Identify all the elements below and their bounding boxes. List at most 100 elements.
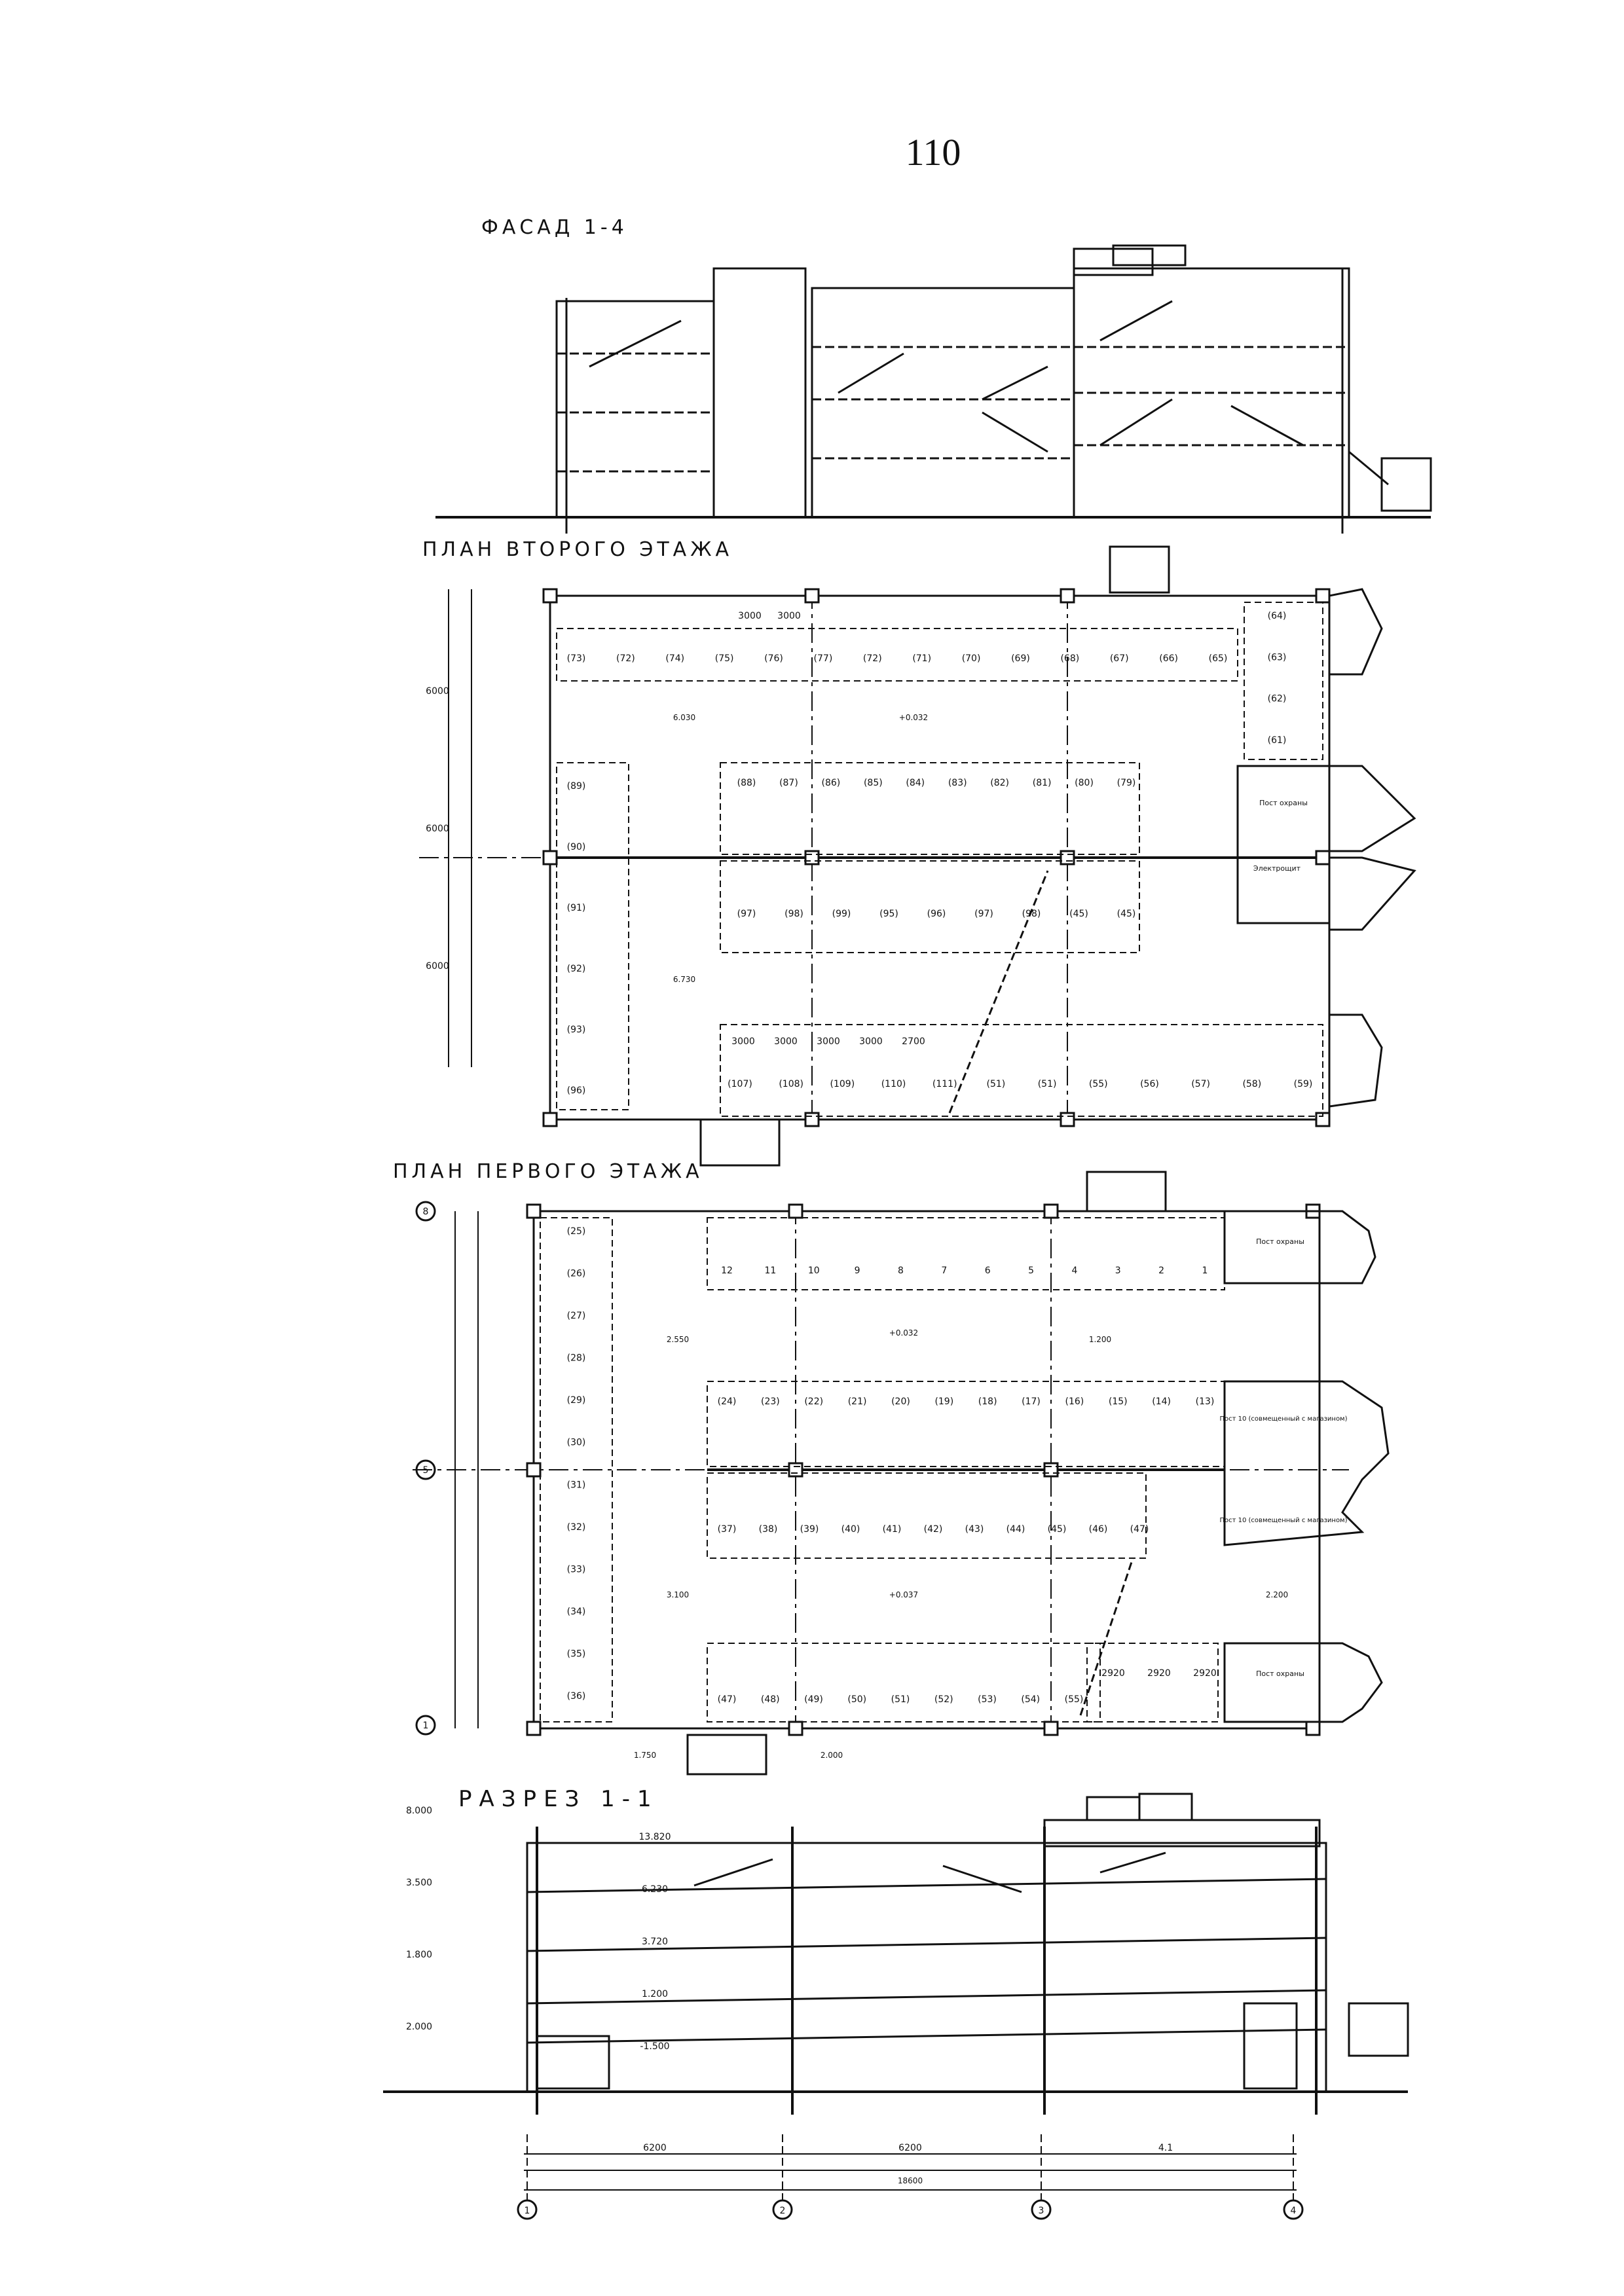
parking-spot-label: (96) — [567, 1085, 586, 1096]
parking-spot-label: (52) — [934, 1694, 953, 1705]
parking-spot-label: (67) — [1110, 653, 1129, 664]
parking-spot-label: (37) — [718, 1524, 737, 1535]
first-floor-plan-title: ПЛАН ПЕРВОГО ЭТАЖА — [393, 1160, 703, 1183]
parking-spot-label: (40) — [841, 1524, 860, 1535]
parking-spot-label: (19) — [934, 1396, 953, 1407]
parking-spot-label: 5 — [1028, 1266, 1034, 1276]
parking-spot-label: (96) — [927, 909, 946, 919]
dimension-label: 6000 — [426, 961, 449, 972]
section-axis-4-marker — [1283, 2199, 1304, 2220]
parking-spot-label: 1 — [1202, 1266, 1208, 1276]
axis-label: 4 — [1291, 2206, 1297, 2216]
parking-spot-label: (33) — [567, 1564, 586, 1575]
parking-spot-label: (55) — [1089, 1079, 1108, 1089]
elevation-label: 1.800 — [406, 1950, 432, 1960]
level-label: 6.030 — [673, 713, 695, 722]
elevation-label: 3.500 — [406, 1878, 432, 1888]
parking-spot-label: (88) — [737, 778, 756, 788]
parking-spot-label: (35) — [567, 1649, 586, 1659]
parking-spot-label: (38) — [759, 1524, 778, 1535]
floor-mark-label: 6.230 — [642, 1884, 668, 1895]
parking-spot-label: (54) — [1021, 1694, 1040, 1705]
parking-spot-label: (28) — [567, 1353, 586, 1364]
parking-spot-label: (71) — [912, 653, 931, 664]
dimension-label: 2920 — [1193, 1668, 1217, 1679]
parking-spot-label: (50) — [847, 1694, 866, 1705]
dimension-label: 6200 — [898, 2143, 922, 2153]
parking-spot-label: (56) — [1140, 1079, 1159, 1089]
parking-spot-label: (24) — [718, 1396, 737, 1407]
axis-label: 1 — [423, 1721, 429, 1731]
parking-spot-label: (86) — [822, 778, 841, 788]
parking-spot-label: (13) — [1196, 1396, 1215, 1407]
section-axis-1-marker — [517, 2199, 538, 2220]
parking-spot-label: (87) — [779, 778, 798, 788]
parking-spot-label: (76) — [764, 653, 783, 664]
level-label: +0.032 — [889, 1328, 918, 1338]
parking-spot-label: 6 — [985, 1266, 991, 1276]
parking-spot-label: (23) — [761, 1396, 780, 1407]
elevation-label: 8.000 — [406, 1806, 432, 1816]
room-label: Пост 10 (совмещенный с магазином) — [1219, 1415, 1347, 1423]
section-title: РАЗРЕЗ 1-1 — [458, 1786, 659, 1812]
parking-spot-label: (51) — [891, 1694, 910, 1705]
parking-spot-label: (29) — [567, 1395, 586, 1406]
parking-spot-label: (68) — [1060, 653, 1079, 664]
dimension-label: 2.200 — [1266, 1590, 1288, 1599]
parking-spot-label: (45) — [1048, 1524, 1067, 1535]
parking-spot-label: 3 — [1115, 1266, 1121, 1276]
parking-spot-label: (83) — [948, 778, 967, 788]
room-label: Пост охраны — [1259, 799, 1308, 807]
parking-spot-label: (63) — [1268, 652, 1287, 663]
room-label: Пост 10 (совмещенный с магазином) — [1219, 1517, 1347, 1524]
parking-spot-label: 8 — [898, 1266, 904, 1276]
parking-spot-label: (45) — [1117, 909, 1136, 919]
dimension-label: 3000 — [859, 1036, 883, 1047]
dimension-label: 2920 — [1147, 1668, 1171, 1679]
parking-spot-label: 12 — [721, 1266, 733, 1276]
room-label: Электрощит — [1253, 864, 1301, 873]
floor-mark-label: 3.720 — [642, 1937, 668, 1947]
parking-spot-label: (64) — [1268, 611, 1287, 621]
parking-spot-label: (77) — [814, 653, 833, 664]
parking-spot-label: (45) — [1069, 909, 1088, 919]
parking-spot-label: (110) — [881, 1079, 906, 1089]
dimension-label: 6000 — [426, 686, 449, 697]
parking-spot-label: (107) — [728, 1079, 752, 1089]
parking-spot-label: (55) — [1065, 1694, 1084, 1705]
parking-spot-label: 4 — [1071, 1266, 1077, 1276]
parking-spot-label: (111) — [932, 1079, 957, 1089]
parking-spot-label: (91) — [567, 903, 586, 913]
parking-spot-label: (70) — [962, 653, 981, 664]
parking-spot-label: (34) — [567, 1607, 586, 1617]
parking-spot-label: (46) — [1089, 1524, 1108, 1535]
page-number: 110 — [905, 131, 961, 173]
parking-spot-label: (14) — [1152, 1396, 1171, 1407]
dimension-label: 4.1 — [1158, 2143, 1173, 2153]
parking-spot-label: (53) — [978, 1694, 997, 1705]
parking-spot-label: (79) — [1117, 778, 1136, 788]
parking-spot-label: (31) — [567, 1480, 586, 1490]
parking-spot-label: (65) — [1209, 653, 1228, 664]
parking-spot-label: (49) — [804, 1694, 823, 1705]
parking-spot-label: (84) — [906, 778, 925, 788]
dimension-label: 18600 — [898, 2176, 923, 2185]
parking-spot-label: (15) — [1109, 1396, 1128, 1407]
level-label: 6.730 — [673, 975, 695, 984]
floor-mark-label: 1.200 — [642, 1989, 668, 1999]
axis-5-marker — [415, 1459, 436, 1480]
axis-1-marker — [415, 1715, 436, 1736]
axis-8-marker — [415, 1201, 436, 1222]
parking-spot-label: (30) — [567, 1438, 586, 1448]
parking-spot-label: (51) — [987, 1079, 1006, 1089]
parking-spot-label: (98) — [1022, 909, 1041, 919]
parking-spot-label: (51) — [1038, 1079, 1057, 1089]
parking-spot-label: (92) — [567, 964, 586, 974]
dimension-label: 2920 — [1101, 1668, 1125, 1679]
parking-spot-label: (74) — [665, 653, 684, 664]
parking-spot-label: (18) — [978, 1396, 997, 1407]
parking-spot-label: (95) — [879, 909, 898, 919]
parking-spot-label: (69) — [1011, 653, 1030, 664]
axis-label: 5 — [423, 1465, 429, 1476]
